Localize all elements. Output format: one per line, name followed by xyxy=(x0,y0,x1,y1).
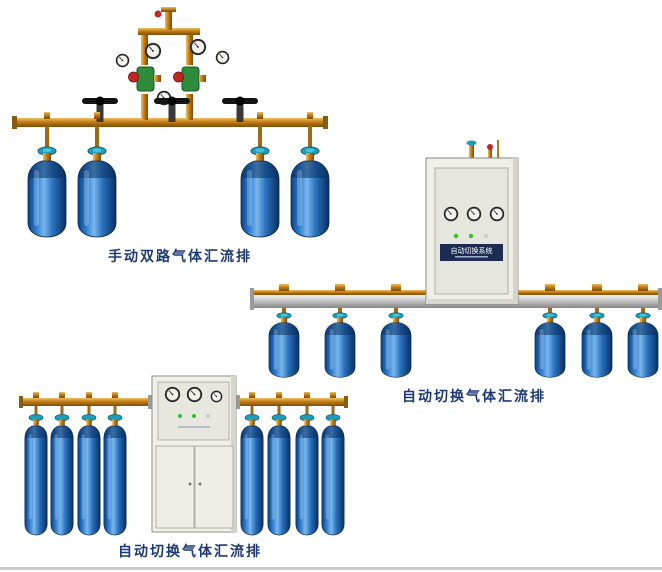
gas-cylinder xyxy=(581,312,613,378)
pressure-gauge xyxy=(215,50,230,65)
gas-cylinder xyxy=(295,414,319,536)
pressure-regulator xyxy=(173,66,207,92)
pressure-gauge xyxy=(466,206,482,222)
product-figure-auto-switch-wall: 自动切换系统 xyxy=(250,140,662,380)
pressure-gauge xyxy=(115,53,130,68)
product-caption: 自动切换气体汇流排 xyxy=(118,544,262,560)
gas-cylinder xyxy=(627,312,659,378)
gas-cylinder xyxy=(240,414,264,536)
cabinet-door xyxy=(155,445,195,529)
gas-cylinder xyxy=(27,146,67,238)
gas-cylinder xyxy=(77,414,101,536)
product-caption: 手动双路气体汇流排 xyxy=(108,249,252,265)
pressure-gauge xyxy=(210,390,223,403)
gas-cylinder xyxy=(103,414,127,536)
gas-cylinder xyxy=(534,312,566,378)
product-caption: 自动切换气体汇流排 xyxy=(402,389,546,405)
page-bottom-divider xyxy=(0,567,662,570)
indicator-light xyxy=(468,233,474,239)
indicator-light xyxy=(453,233,459,239)
cylinder-connections xyxy=(282,308,645,316)
product-figure-manual-dual-manifold xyxy=(6,6,336,256)
auto-switch-cabinet-illustration xyxy=(19,375,348,536)
cylinder-connections xyxy=(33,392,336,416)
gas-cylinder xyxy=(321,414,345,536)
cylinder-connections xyxy=(44,112,313,149)
relief-valve-knob xyxy=(154,10,162,18)
indicator-light xyxy=(192,414,196,418)
pressure-gauge xyxy=(144,42,162,60)
pressure-regulator xyxy=(128,66,162,92)
auto-switch-manifold-illustration: 自动切换系统 xyxy=(250,140,662,378)
pressure-gauge xyxy=(164,386,181,403)
cabinet-label: 自动切换系统 xyxy=(451,246,493,255)
pressure-gauge xyxy=(489,206,505,222)
manual-dual-manifold-illustration xyxy=(12,7,330,238)
gas-cylinder xyxy=(24,414,48,536)
gas-cylinder xyxy=(380,312,412,378)
control-cabinet xyxy=(151,375,237,533)
cabinet-door xyxy=(194,445,234,529)
product-figure-auto-switch-cabinet xyxy=(14,372,350,568)
manifold-pipe xyxy=(19,395,348,409)
indicator-light xyxy=(206,414,210,418)
gas-cylinder xyxy=(268,312,300,378)
control-cabinet: 自动切换系统 xyxy=(425,140,519,305)
pressure-gauge xyxy=(189,38,207,56)
cylinder-valve-handwheel xyxy=(466,140,477,146)
gas-cylinder xyxy=(50,414,74,536)
gas-cylinder xyxy=(324,312,356,378)
indicator-light xyxy=(178,414,182,418)
indicator-light xyxy=(483,233,489,239)
gas-cylinder xyxy=(267,414,291,536)
pressure-gauge xyxy=(443,206,459,222)
pressure-gauge xyxy=(186,386,203,403)
gas-cylinder xyxy=(77,146,117,238)
manifold-pipe xyxy=(12,7,328,129)
